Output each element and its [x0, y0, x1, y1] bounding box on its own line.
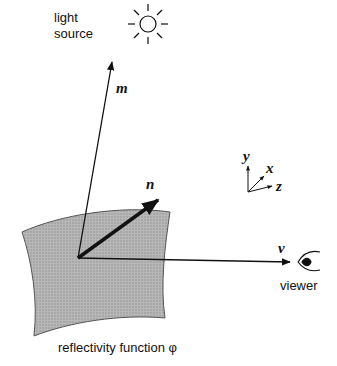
eye-symbol: [298, 251, 320, 270]
axis-label: x: [266, 160, 274, 176]
source-label: light source: [54, 10, 102, 42]
viewer-label: viewer: [280, 278, 318, 294]
surface-patch: [22, 210, 170, 336]
light-vector: [78, 62, 112, 258]
normal-vector: [78, 200, 158, 258]
light-source-symbol: [128, 4, 168, 44]
vector-label: n: [146, 176, 154, 192]
view-vector: [78, 258, 290, 262]
vector-label: m: [116, 80, 128, 96]
axis-label: z: [276, 178, 282, 194]
axis-label: y: [243, 148, 250, 164]
vector-label: v: [278, 240, 285, 256]
surface-label: reflectivity function φ: [58, 340, 177, 356]
